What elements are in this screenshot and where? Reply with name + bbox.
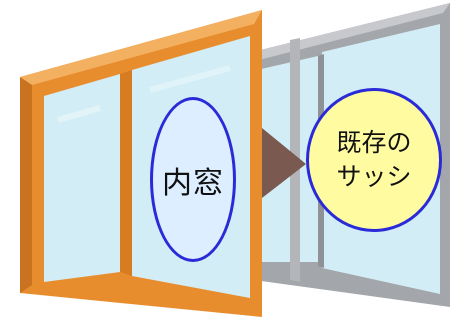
- existing-sash-label: 既存の サッシ: [306, 88, 442, 232]
- existing-sash-text-line1: 既存の: [336, 128, 412, 157]
- existing-sash-text-line2: サッシ: [336, 162, 412, 191]
- inner-window-text: 内窓: [162, 165, 224, 201]
- inner-window-label: 内窓: [150, 97, 236, 262]
- inner-left-pane: [44, 74, 120, 282]
